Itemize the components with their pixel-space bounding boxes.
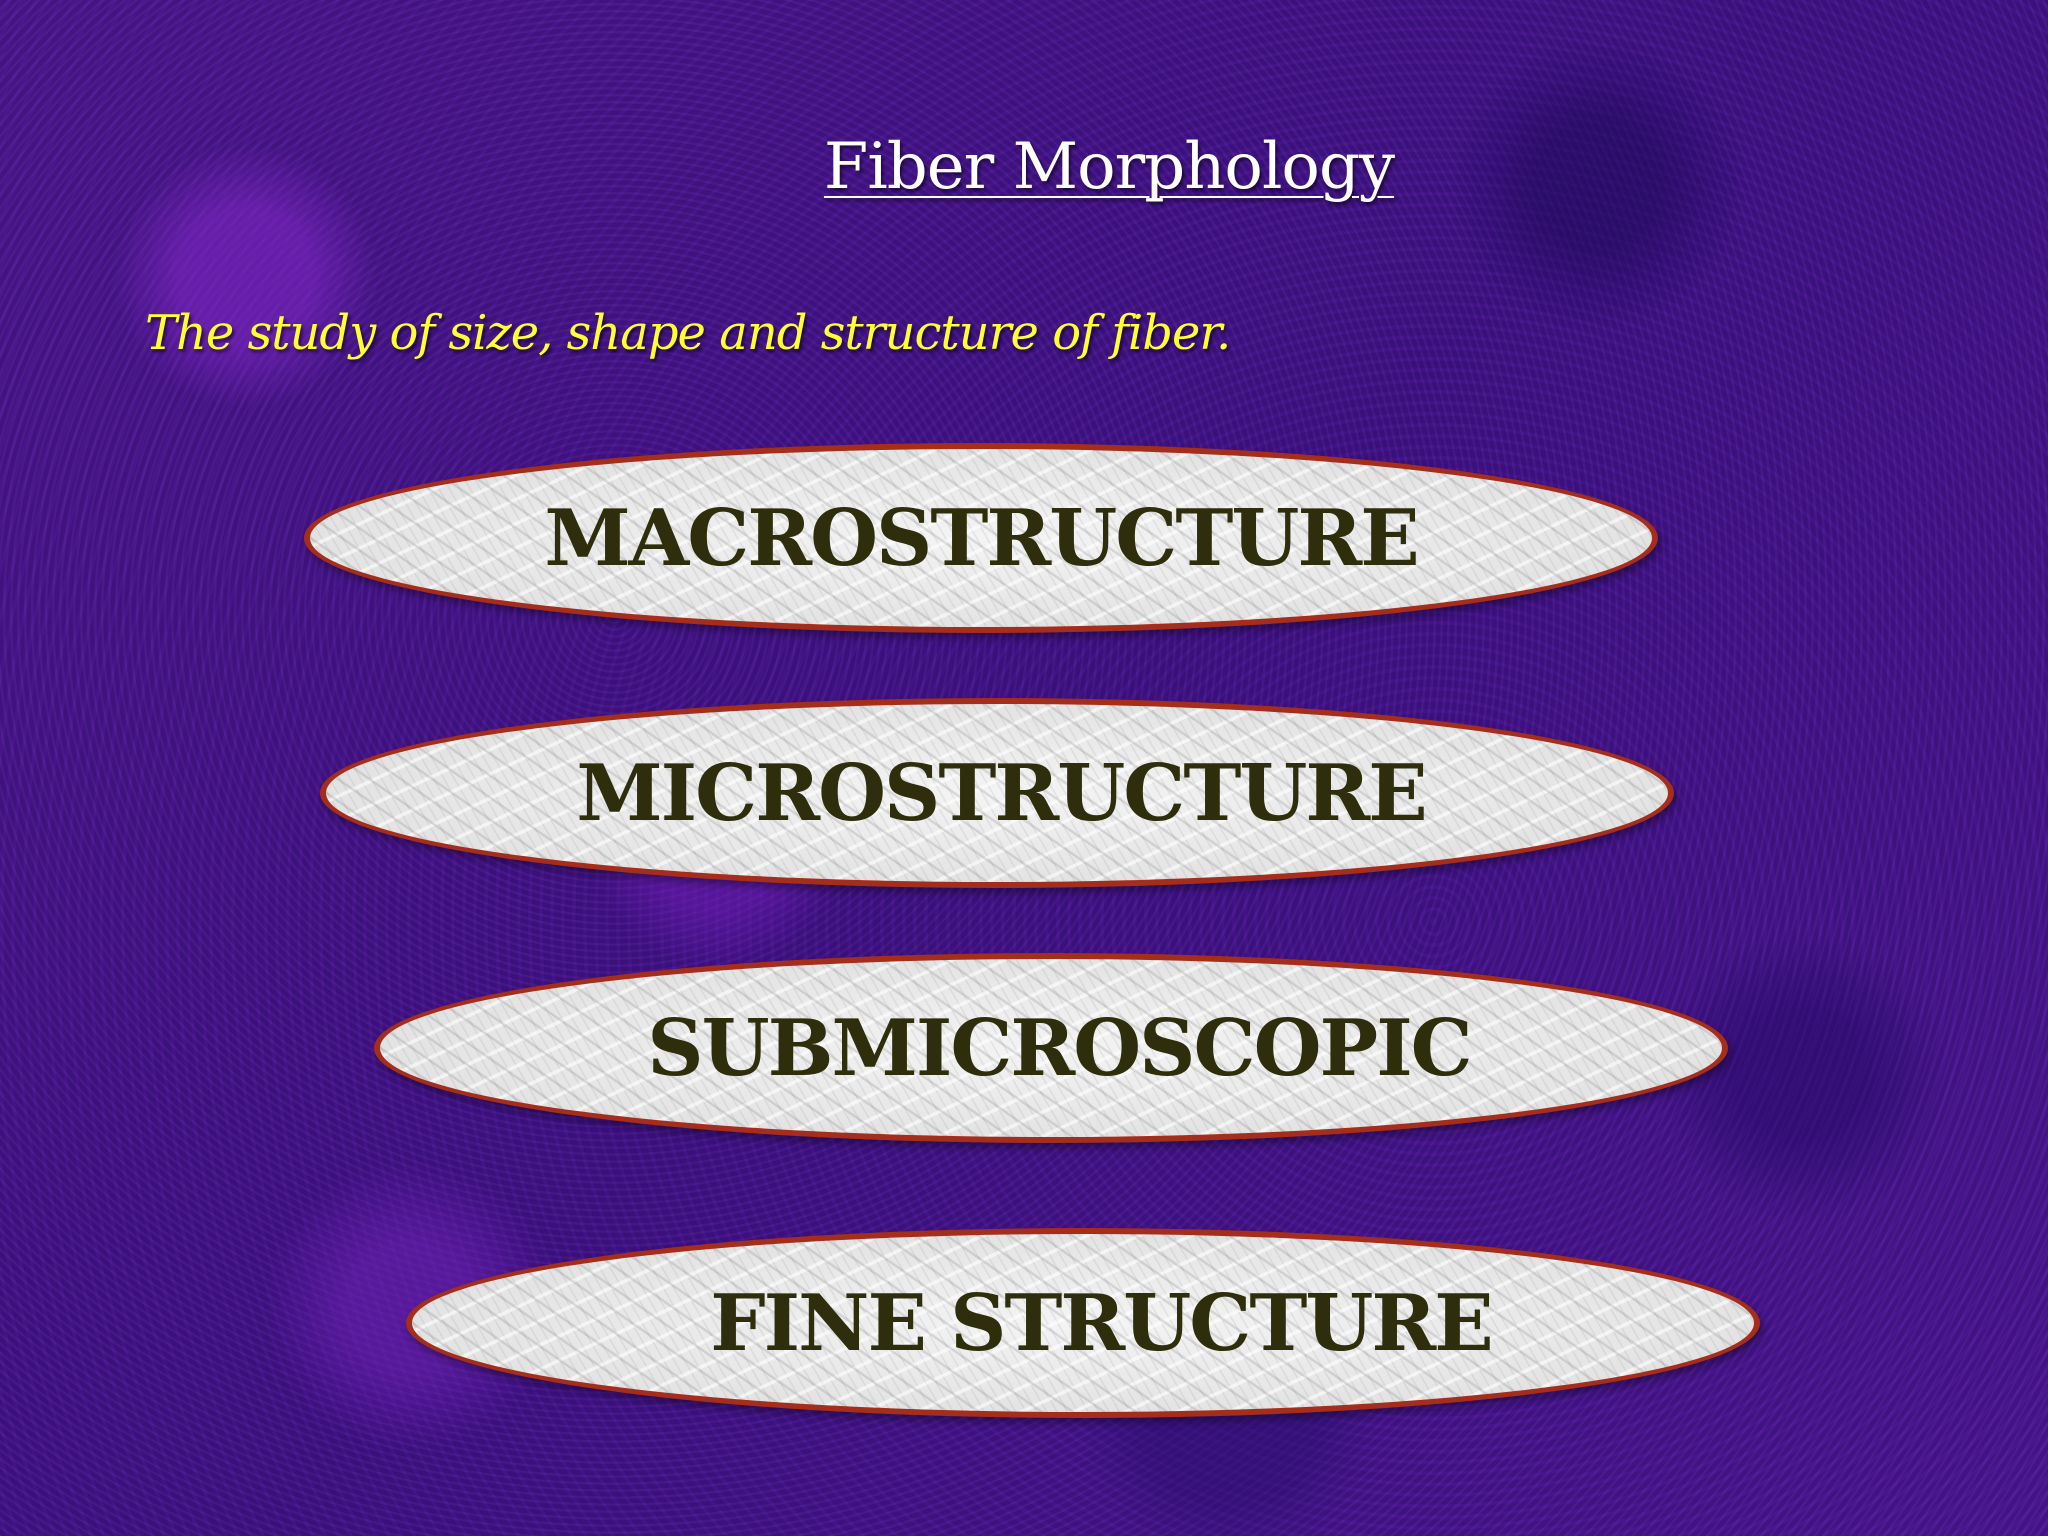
slide-title: Fiber Morphology [0,130,2048,204]
level-label: FINE STRUCTURE [710,1277,1493,1369]
level-macrostructure: MACROSTRUCTURE [304,443,1658,633]
slide-title-text: Fiber Morphology [823,130,1395,204]
level-submicroscopic: SUBMICROSCOPIC [374,953,1728,1143]
level-microstructure: MICROSTRUCTURE [320,698,1674,888]
slide-subtitle: The study of size, shape and structure o… [145,305,1231,361]
level-fine-structure: FINE STRUCTURE [406,1228,1760,1418]
level-label: SUBMICROSCOPIC [647,1002,1473,1094]
level-label: MICROSTRUCTURE [576,747,1427,839]
level-label: MACROSTRUCTURE [544,492,1419,584]
